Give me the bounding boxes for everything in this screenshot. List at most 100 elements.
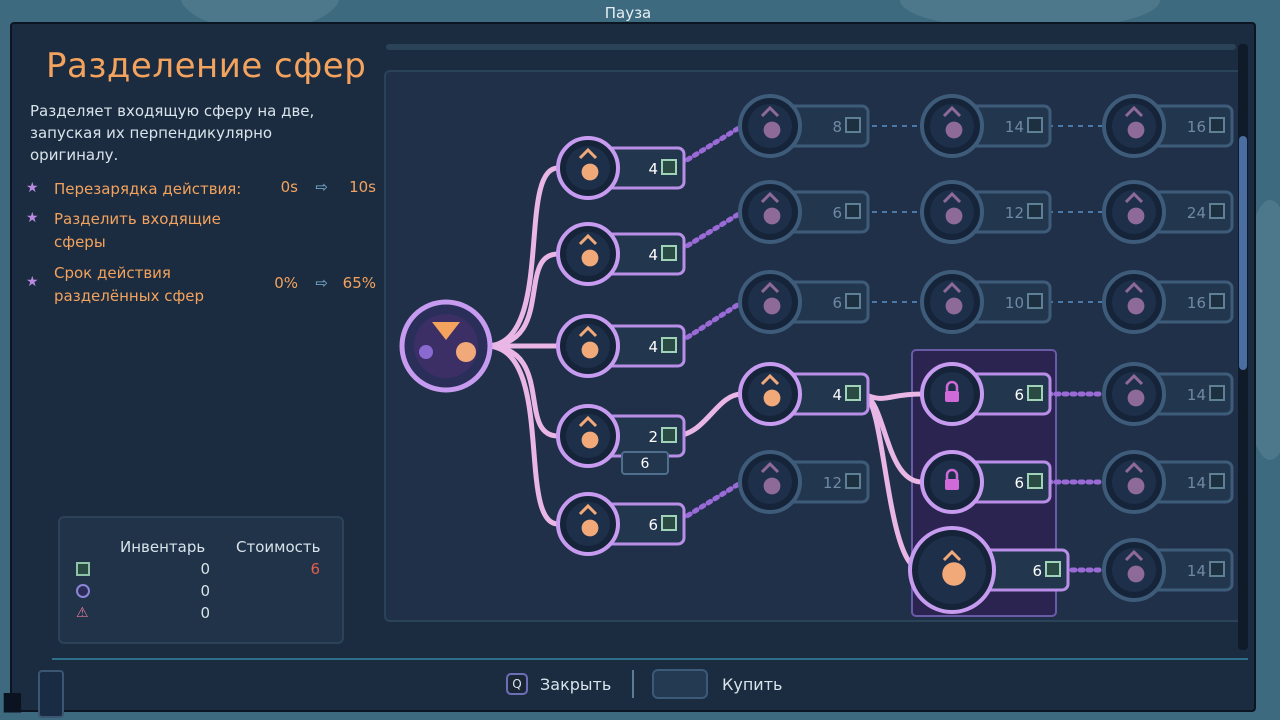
skill-node-c3-1[interactable]: 14 xyxy=(920,94,1052,158)
close-button[interactable]: Q Закрыть xyxy=(506,664,611,704)
chip-icon xyxy=(1027,473,1043,489)
chip-icon xyxy=(1209,561,1225,577)
chip-icon xyxy=(1027,117,1043,133)
stat-to: 10s xyxy=(349,178,376,196)
tree-connector xyxy=(483,343,561,527)
arrow-icon xyxy=(760,281,780,294)
heart-plus-icon xyxy=(760,373,780,386)
chip-icon xyxy=(661,427,677,443)
skill-node-c4-3[interactable]: 16 xyxy=(1102,270,1234,334)
cycle-icon xyxy=(1124,191,1144,204)
skill-node-c1-5[interactable]: 6 xyxy=(556,492,686,556)
inventory-header: Инвентарь xyxy=(120,538,206,556)
burst-icon xyxy=(578,503,598,516)
lock-icon xyxy=(945,391,959,402)
node-cost: 6 xyxy=(1032,562,1042,580)
skill-node-c2-2[interactable]: 6 xyxy=(738,180,870,244)
skill-node-c3-3[interactable]: 10 xyxy=(920,270,1052,334)
chip-icon xyxy=(845,385,861,401)
stopwatch-icon xyxy=(763,207,781,225)
skill-node-c1-1[interactable]: 4 xyxy=(556,136,686,200)
node-cost: 16 xyxy=(1187,118,1206,136)
ghost-icon: ▆ xyxy=(4,688,21,713)
skill-node-c4-2[interactable]: 24 xyxy=(1102,180,1234,244)
stat-to: 65% xyxy=(342,274,376,292)
node-cost: 4 xyxy=(648,246,658,264)
stat-cooldown: ★ Перезарядка действия: 0s ⇨ 10s xyxy=(26,178,376,202)
orb-split-icon xyxy=(419,345,433,359)
tree-connector xyxy=(483,165,561,349)
star-icon: ★ xyxy=(26,210,39,226)
cycle-icon xyxy=(1127,207,1145,225)
close-label: Закрыть xyxy=(540,674,612,694)
inventory-amount: 0 xyxy=(200,560,210,578)
skill-node-c4-6[interactable]: 14 xyxy=(1102,538,1234,602)
timer-orb-icon xyxy=(578,233,598,246)
orb-split-icon xyxy=(456,342,476,362)
chip-icon xyxy=(1045,561,1061,577)
skill-node-c3-2[interactable]: 12 xyxy=(920,180,1052,244)
chip-icon xyxy=(661,159,677,175)
plus-orb-icon xyxy=(1124,549,1144,562)
root-skill-node[interactable] xyxy=(399,299,493,393)
scrollbar-thumb[interactable] xyxy=(1239,136,1247,370)
chip-icon xyxy=(845,203,861,219)
skill-node-c2-5[interactable]: 12 xyxy=(738,450,870,514)
node-cost: 6 xyxy=(648,516,658,534)
inventory-row: 0 6 xyxy=(60,560,342,580)
burst-icon xyxy=(581,519,599,537)
extra-cost: 6 xyxy=(641,456,650,472)
anchor-icon xyxy=(581,341,599,359)
chip-icon xyxy=(1027,203,1043,219)
stat-from: 0% xyxy=(274,274,298,292)
target-icon xyxy=(1124,281,1144,294)
node-cost: 6 xyxy=(832,204,842,222)
skill-shop-window: Разделение сфер Разделяет входящую сферу… xyxy=(10,22,1256,712)
inventory-cost: 6 xyxy=(310,560,320,578)
stat-from: 0s xyxy=(280,178,298,196)
node-cost: 6 xyxy=(832,294,842,312)
skill-node-c1-2[interactable]: 4 xyxy=(556,222,686,286)
buy-key-icon xyxy=(652,669,708,699)
ability-title: Разделение сфер xyxy=(46,46,367,86)
skill-node-c1-4[interactable]: 2 xyxy=(556,404,686,468)
warning-triangle-icon: ⚠ xyxy=(76,605,89,621)
chip-icon xyxy=(845,117,861,133)
tree-connector xyxy=(483,251,561,349)
chip-icon xyxy=(1209,117,1225,133)
star-icon: ★ xyxy=(26,180,39,196)
ring-orb-icon xyxy=(1127,477,1145,495)
node-cost: 24 xyxy=(1187,204,1206,222)
explosion-icon xyxy=(760,461,780,474)
node-cost: 16 xyxy=(1187,294,1206,312)
lightning-icon xyxy=(1124,105,1144,118)
chip-icon xyxy=(1027,385,1043,401)
skill-node-c3-4[interactable]: 6 xyxy=(920,362,1052,426)
skill-node-c4-5[interactable]: 14 xyxy=(1102,450,1234,514)
inventory-row: 0 xyxy=(60,582,342,602)
stat-duration: ★ Срок действия разделённых сфер 0% ⇨ 65… xyxy=(26,262,376,310)
flame-icon xyxy=(1127,389,1145,407)
buy-button[interactable]: Купить xyxy=(652,664,782,704)
node-cost: 4 xyxy=(832,386,842,404)
skill-node-c2-4[interactable]: 4 xyxy=(738,362,870,426)
badge-frame xyxy=(621,451,669,475)
chip-icon xyxy=(1209,385,1225,401)
rocket-icon xyxy=(945,121,963,139)
inventory-row: ⚠ 0 xyxy=(60,604,342,624)
orb-split-icon xyxy=(942,562,966,586)
node-cost: 14 xyxy=(1187,474,1206,492)
skill-node-c2-1[interactable]: 8 xyxy=(738,94,870,158)
skill-node-c3-6[interactable]: 6 xyxy=(908,526,1070,614)
skill-node-c3-5[interactable]: 6 xyxy=(920,450,1052,514)
skill-node-c1-3[interactable]: 4 xyxy=(556,314,686,378)
skill-node-c4-1[interactable]: 16 xyxy=(1102,94,1234,158)
skill-node-c2-3[interactable]: 6 xyxy=(738,270,870,334)
button-separator xyxy=(632,670,634,698)
tree-connector xyxy=(483,343,561,439)
skill-node-c4-4[interactable]: 14 xyxy=(1102,362,1234,426)
chip-icon xyxy=(76,562,90,576)
multi-orb-icon xyxy=(581,431,599,449)
node-cost: 14 xyxy=(1005,118,1024,136)
